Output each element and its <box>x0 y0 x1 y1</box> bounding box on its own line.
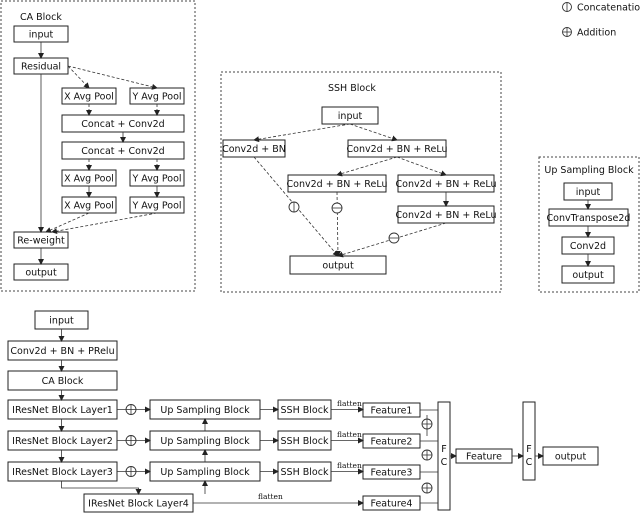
main-ssh-3: SSH Block <box>281 467 329 478</box>
up-sampling-block-title: Up Sampling Block <box>544 165 634 176</box>
ca-concat-conv2d-2: Concat + Conv2d <box>81 146 164 157</box>
ssh-conv-bn-relu-mid-left: Conv2d + BN + ReLu <box>287 179 388 190</box>
flatten-label-2: flatten <box>337 430 362 439</box>
up-input: input <box>576 187 601 198</box>
legend: Concatenation Addition <box>562 2 640 39</box>
up-output: output <box>572 270 604 281</box>
ssh-input: input <box>338 111 363 122</box>
flatten-label-3: flatten <box>337 461 362 470</box>
main-ssh-1: SSH Block <box>281 405 329 416</box>
main-fc2-c: C <box>526 457 533 468</box>
ca-block-title: CA Block <box>20 12 62 23</box>
main-output: output <box>555 452 587 463</box>
ca-y-avg-pool-2: Y Avg Pool <box>131 174 181 185</box>
ca-x-avg-pool-2: X Avg Pool <box>64 174 114 185</box>
ca-residual: Residual <box>21 62 61 73</box>
ca-concat-conv2d-1: Concat + Conv2d <box>81 119 164 130</box>
main-iresnet-layer2: IResNet Block Layer2 <box>12 436 113 447</box>
up-sampling-block-panel: Up Sampling Block input ConvTranspose2d … <box>538 156 640 293</box>
ca-x-avg-pool-3: X Avg Pool <box>64 201 114 212</box>
main-fc2-f: F <box>526 444 531 455</box>
main-iresnet-layer4: IResNet Block Layer4 <box>88 499 189 510</box>
ssh-concatenation-icon <box>331 202 343 214</box>
up-conv-transpose2d: ConvTranspose2d <box>547 213 631 224</box>
main-feature4: Feature4 <box>371 499 413 510</box>
ca-x-avg-pool-1: X Avg Pool <box>64 92 114 103</box>
main-ssh-2: SSH Block <box>281 436 329 447</box>
main-up-sampling-2: Up Sampling Block <box>160 436 250 447</box>
ssh-concatenation-icon <box>288 201 300 213</box>
addition-icon <box>421 482 433 494</box>
legend-concatenation: Concatenation <box>577 3 640 14</box>
ssh-output: output <box>322 261 354 272</box>
ca-re-weight: Re-weight <box>17 236 65 247</box>
ssh-conv-bn-relu-top: Conv2d + BN + ReLu <box>347 144 448 155</box>
main-feature2: Feature2 <box>371 437 413 448</box>
ca-y-avg-pool-1: Y Avg Pool <box>131 92 181 103</box>
main-network: input Conv2d + BN + PRelu CA Block IResN… <box>7 310 599 513</box>
main-fc1-c: C <box>441 457 448 468</box>
main-iresnet-layer3: IResNet Block Layer3 <box>12 467 113 478</box>
addition-icon <box>421 418 433 430</box>
addition-icon <box>562 27 572 37</box>
ssh-concatenation-icon <box>388 232 400 244</box>
ca-output: output <box>25 268 57 279</box>
main-ca-block: CA Block <box>42 376 84 387</box>
main-feature: Feature <box>466 452 502 463</box>
ca-block-panel: CA Block input Residual X Avg Pool Y Avg… <box>0 0 196 292</box>
main-fc1-f: F <box>441 444 446 455</box>
addition-icon <box>125 435 137 446</box>
main-up-sampling-1: Up Sampling Block <box>160 405 250 416</box>
main-up-sampling-3: Up Sampling Block <box>160 467 250 478</box>
ssh-block-title: SSH Block <box>328 83 376 94</box>
flatten-label-4: flatten <box>258 492 283 501</box>
concatenation-icon <box>562 2 572 12</box>
main-input: input <box>49 316 74 327</box>
ca-input: input <box>29 30 54 41</box>
addition-icon <box>421 449 433 461</box>
addition-icon <box>125 466 137 477</box>
up-conv2d: Conv2d <box>570 241 606 252</box>
addition-icon <box>125 404 137 415</box>
ssh-block-panel: SSH Block input Conv2d + BN Conv2d + BN … <box>220 71 502 293</box>
flatten-label-1: flatten <box>337 399 362 408</box>
main-feature1: Feature1 <box>371 406 413 417</box>
main-iresnet-layer1: IResNet Block Layer1 <box>12 405 113 416</box>
legend-addition: Addition <box>577 28 616 39</box>
ca-y-avg-pool-3: Y Avg Pool <box>131 201 181 212</box>
ssh-conv-bn-relu-mid-right: Conv2d + BN + ReLu <box>396 179 497 190</box>
main-conv-bn-prelu: Conv2d + BN + PRelu <box>10 346 114 357</box>
main-feature3: Feature3 <box>371 468 413 479</box>
ssh-conv-bn: Conv2d + BN <box>222 144 286 155</box>
ssh-conv-bn-relu-bottom: Conv2d + BN + ReLu <box>396 210 497 221</box>
